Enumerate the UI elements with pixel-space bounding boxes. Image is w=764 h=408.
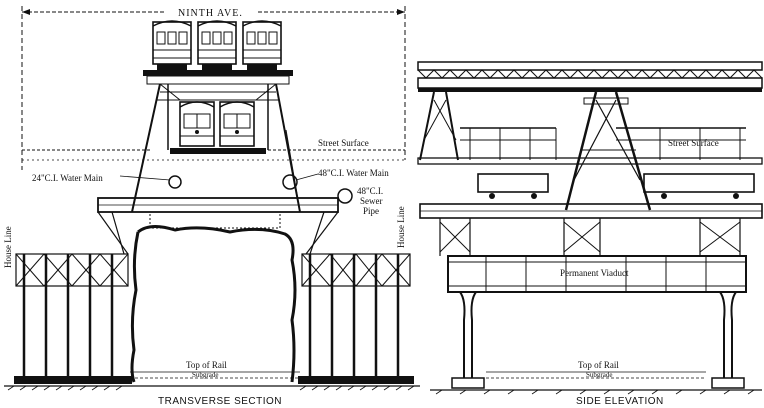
subgrade-label-right: Subgrade: [586, 371, 612, 379]
elevated-column-left: [419, 91, 459, 161]
pipe-word: Pipe: [363, 206, 379, 216]
subgrade-label-left: Subgrade: [192, 371, 218, 379]
top-of-rail-label-left: Top of Rail: [186, 360, 227, 370]
permanent-viaduct-label: Permanent Viaduct: [560, 268, 629, 278]
elevated-tower: [131, 83, 301, 213]
elevated-cars: [152, 20, 282, 72]
side-elevation-caption: SIDE ELEVATION: [576, 396, 664, 407]
top-of-rail-label-right: Top of Rail: [578, 360, 619, 370]
street-surface-label-left: Street Surface: [318, 138, 369, 148]
house-line-label-left: House Line: [3, 226, 13, 268]
transverse-section: NINTH AVE.: [3, 6, 420, 391]
elevated-deck: [143, 70, 293, 76]
cross-girder: [97, 197, 339, 229]
house-line-label-right: House Line: [396, 206, 406, 248]
excavation-outline: [137, 225, 297, 383]
elevated-tower-center: [564, 91, 652, 211]
water-main-24-label: 24"C.I. Water Main: [32, 173, 103, 183]
permanent-viaduct-girder: [447, 255, 747, 293]
handrails: [460, 127, 746, 160]
left-bent: [14, 211, 132, 384]
street-surface-label-right: Street Surface: [668, 138, 719, 148]
transverse-caption: TRANSVERSE SECTION: [158, 396, 282, 407]
shoring-posts: [439, 218, 741, 256]
street-surface-line-left: [22, 149, 405, 161]
sewer-label: 48"C.I.: [357, 186, 383, 196]
subway-cars-side: [477, 173, 755, 199]
side-elevation: Street Surface Permanent Viaduct: [417, 61, 763, 395]
utility-pipes: [119, 173, 353, 204]
ninth-ave-label: NINTH AVE.: [178, 8, 243, 19]
permanent-columns: [451, 291, 745, 389]
subway-cars: [170, 101, 266, 154]
water-main-48-label: 48"C.I. Water Main: [318, 168, 389, 178]
sewer-word: Sewer: [360, 196, 383, 206]
right-bent: [298, 211, 414, 384]
ninth-ave-dimension: [21, 6, 406, 170]
elevated-truss: [417, 61, 763, 92]
